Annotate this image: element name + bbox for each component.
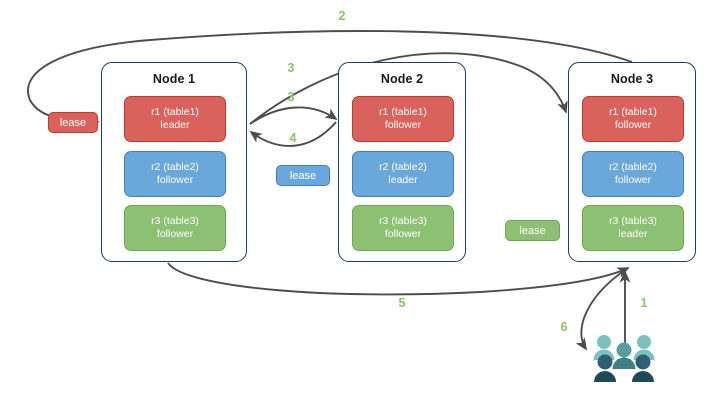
lease-label: lease [519,224,546,237]
replica-r2[interactable]: r2 (table2) leader [352,151,454,197]
replica-name: r1 (table1) [151,105,199,118]
arrow-step-3-to-node3 [249,52,568,125]
arrow-step-4 [249,121,337,147]
replica-name: r2 (table2) [609,160,657,173]
replica-r2[interactable]: r2 (table2) follower [582,151,684,197]
replica-role: follower [384,228,422,240]
replica-name: r3 (table3) [151,214,199,227]
arrow-step-3-to-node2 [249,106,338,125]
replica-r3[interactable]: r3 (table3) follower [352,205,454,251]
step-label-3-lower: 3 [287,90,295,104]
replica-name: r2 (table2) [151,160,199,173]
replica-role: follower [614,174,652,186]
node-box-node3[interactable]: Node 3 r1 (table1) follower r2 (table2) … [568,62,696,262]
replica-r2[interactable]: r2 (table2) follower [124,151,226,197]
step-label-2: 2 [338,9,346,23]
replica-role: leader [618,228,648,240]
arrow-step-6 [575,267,629,351]
replica-role: leader [388,174,418,186]
replica-name: r2 (table2) [379,160,427,173]
step-label-1: 1 [640,296,648,310]
users-icon [593,335,655,382]
step-label-4: 4 [289,131,297,145]
replica-role: follower [614,119,652,131]
lease-label: lease [289,169,317,182]
replica-r3[interactable]: r3 (table3) follower [124,205,226,251]
lease-badge-r3[interactable]: lease [505,220,560,241]
node-title: Node 2 [380,72,424,86]
replica-name: r3 (table3) [609,214,657,227]
replica-name: r1 (table1) [379,105,427,118]
step-label-5: 5 [398,296,406,310]
node-title: Node 1 [152,72,196,86]
lease-label: lease [59,116,87,129]
replica-r1[interactable]: r1 (table1) follower [352,96,454,142]
node-title: Node 3 [610,72,654,86]
node-box-node2[interactable]: Node 2 r1 (table1) follower r2 (table2) … [338,62,466,262]
replica-role: leader [160,119,190,131]
replica-name: r1 (table1) [609,105,657,118]
replica-r1[interactable]: r1 (table1) leader [124,96,226,142]
arrow-step-2 [27,30,633,128]
replica-role: follower [156,228,194,240]
replica-role: follower [156,174,194,186]
step-label-6: 6 [560,320,568,334]
step-label-3-upper: 3 [287,61,295,75]
replica-role: follower [384,119,422,131]
lease-badge-r1[interactable]: lease [48,112,98,133]
replica-r3[interactable]: r3 (table3) leader [582,205,684,251]
replica-r1[interactable]: r1 (table1) follower [582,96,684,142]
node-box-node1[interactable]: Node 1 r1 (table1) leader r2 (table2) fo… [101,62,247,262]
replica-name: r3 (table3) [379,214,427,227]
arrow-step-5 [167,262,630,296]
lease-badge-r2[interactable]: lease [276,165,330,186]
